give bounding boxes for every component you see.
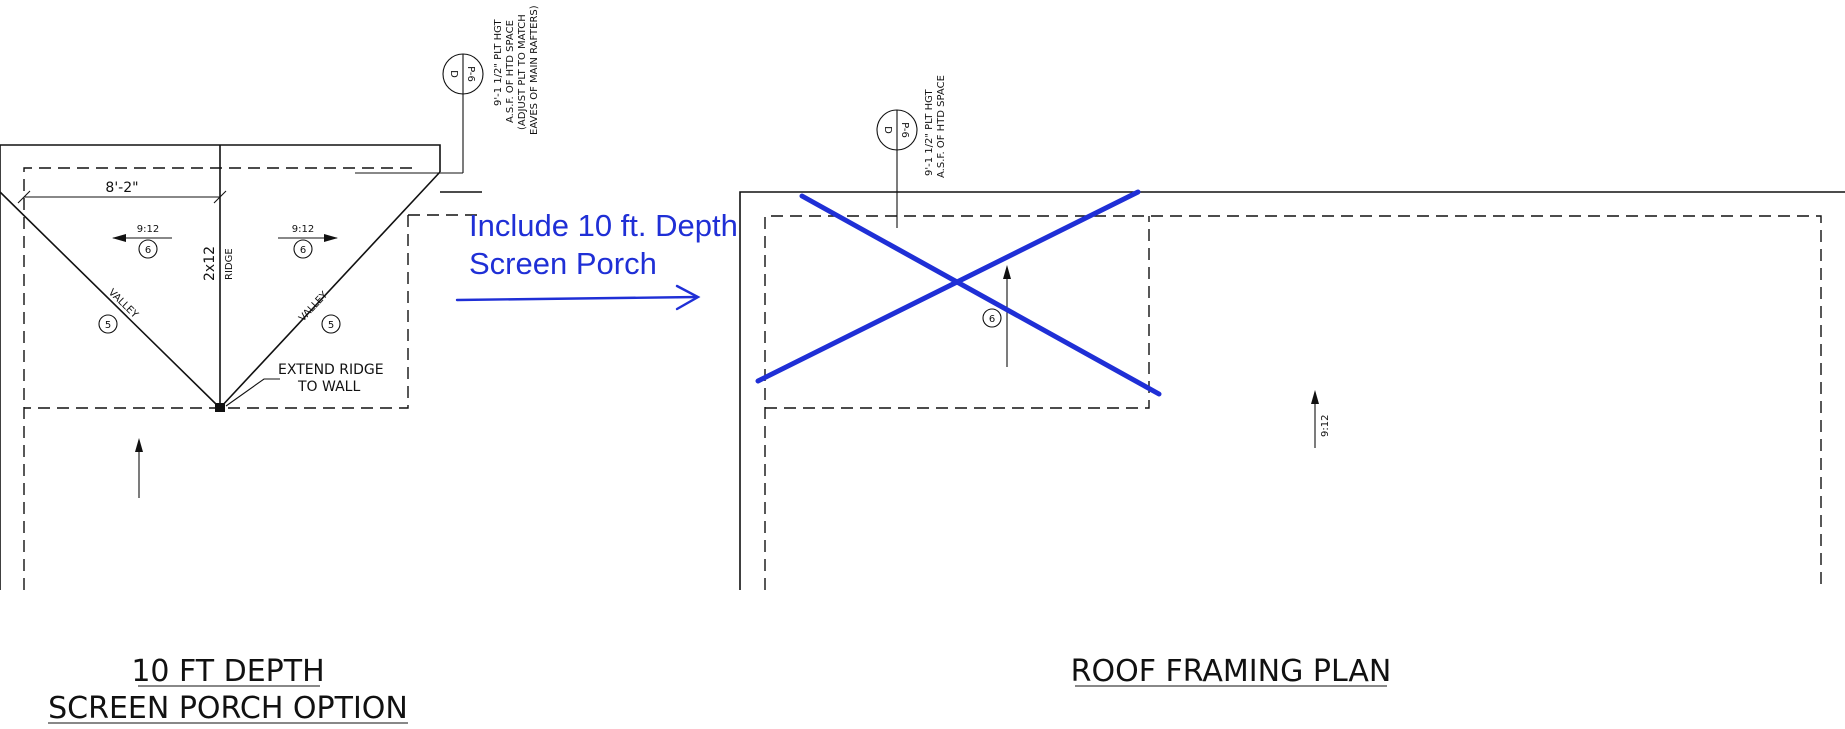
valley-tag-right-circle [321,314,341,334]
screen-porch-plan: 8'-2" 9:12 6 9:12 6 2x12 RIDGE VALLEY 5 … [0,5,540,726]
valley-tag-left: 5 [105,320,111,331]
rafter-tag-left: 6 [145,245,151,256]
ridge-label-text: RIDGE [224,248,235,280]
right-plate-note-2: A.S.F. OF HTD SPACE [936,75,947,178]
roof-framing-plan: D P-6 9'-1 1/2" PLT HGT A.S.F. OF HTD SP… [739,75,1845,689]
roof-plan-title: ROOF FRAMING PLAN [1071,654,1392,689]
rafter-tag-right: 6 [300,245,306,256]
plate-note-3: (ADJUST PLT TO MATCH [517,14,528,130]
valley-tag-left-circle [98,314,118,334]
ridge-size-text: 2x12 [202,246,218,281]
right-rafter-tag: 6 [989,314,995,325]
right-detail-sheet: P-6 [899,122,910,138]
porch-area-dashed-box [765,216,1150,409]
slope-left-text: 9:12 [137,224,159,235]
main-slope-text: 9:12 [1320,415,1331,437]
dimension-tick-right [213,190,227,204]
extend-ridge-note-2: TO WALL [297,379,360,395]
bearing-arrowhead-left [135,438,143,452]
extend-ridge-leader [225,378,280,407]
slope-right-arrowhead [324,234,338,242]
main-outer-wall [739,191,1845,590]
valley-right-text: VALLEY [297,289,331,324]
crossout-line-2 [755,189,1141,384]
markup-annotation: Include 10 ft. Depth Screen Porch [455,208,738,311]
crossout-line-1 [799,193,1162,397]
detail-sheet: P-6 [465,66,476,82]
rafter-tag-right-circle [293,239,313,259]
main-slope-arrowhead [1311,390,1319,404]
annotation-line-2: Screen Porch [469,246,657,281]
annotation-line-1: Include 10 ft. Depth [469,208,738,243]
dimension-text: 8'-2" [105,180,138,196]
annotation-arrow-head [675,284,701,311]
porch-dashed-wall-top [23,167,415,590]
plate-note-1: 9'-1 1/2" PLT HGT [493,18,504,106]
right-plate-note-1: 9'-1 1/2" PLT HGT [924,88,935,176]
plate-note-2: A.S.F. OF HTD SPACE [505,20,516,123]
detail-letter: D [448,70,459,78]
slope-left-arrowhead [112,234,126,242]
annotation-arrow-shaft [455,295,699,302]
main-dashed-wall [764,215,1822,590]
right-rafter-tag-circle [982,308,1002,328]
ridge-post-marker [215,403,225,412]
porch-dashed-wall-bottom [24,215,409,409]
porch-title-line-2: SCREEN PORCH OPTION [48,691,408,726]
plate-note-4: EAVES OF MAIN RAFTERS) [529,5,540,135]
extend-ridge-note-1: EXTEND RIDGE [278,362,384,378]
porch-title-line-1: 10 FT DEPTH [131,654,324,689]
valley-right [219,171,441,409]
rafter-arrowhead [1003,265,1011,279]
right-detail-letter: D [882,126,893,134]
valley-left [0,191,221,409]
dimension-tick-left [17,190,31,204]
valley-tag-right: 5 [328,320,334,331]
slope-right-text: 9:12 [292,224,314,235]
rafter-tag-left-circle [138,239,158,259]
